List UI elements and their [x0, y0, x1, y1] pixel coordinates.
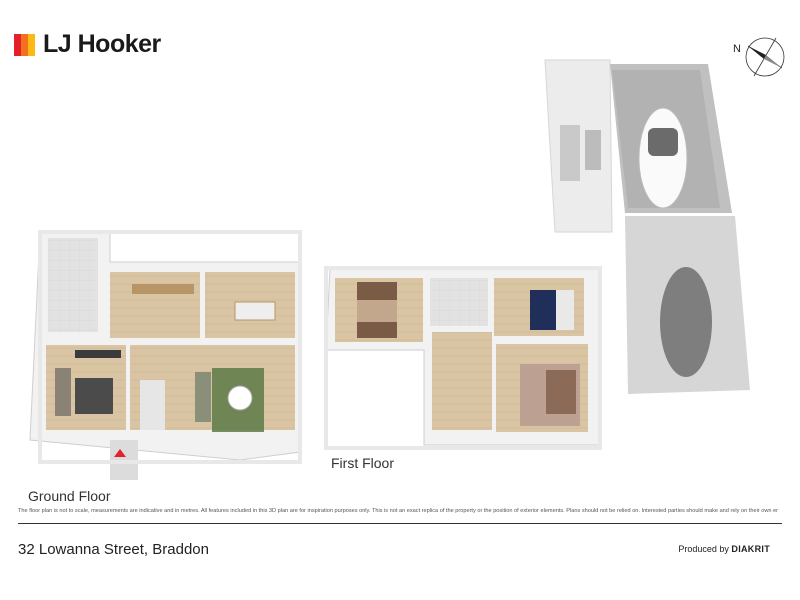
disclaimer-text: The floor plan is not to scale, measurem…	[18, 508, 778, 514]
compass-icon: N	[733, 37, 785, 77]
ground-floor-plan	[29, 230, 302, 480]
outdoor-area-plan	[544, 59, 750, 394]
compass-north-label: N	[733, 43, 741, 55]
footer-divider	[18, 523, 782, 524]
property-address: 32 Lowanna Street, Braddon	[18, 541, 209, 558]
brand-mark-icon	[14, 33, 35, 56]
first-floor-label: First Floor	[331, 455, 394, 471]
lj-hooker-logo: LJ Hooker	[14, 30, 161, 59]
producer-prefix: Produced by	[678, 544, 729, 554]
first-floor-plan	[324, 266, 602, 450]
producer-name: DIAKRIT	[731, 544, 770, 554]
producer-credit: Produced by DIAKRIT	[678, 544, 770, 554]
ground-floor-label: Ground Floor	[28, 488, 111, 504]
brand-name: LJ Hooker	[43, 30, 161, 58]
